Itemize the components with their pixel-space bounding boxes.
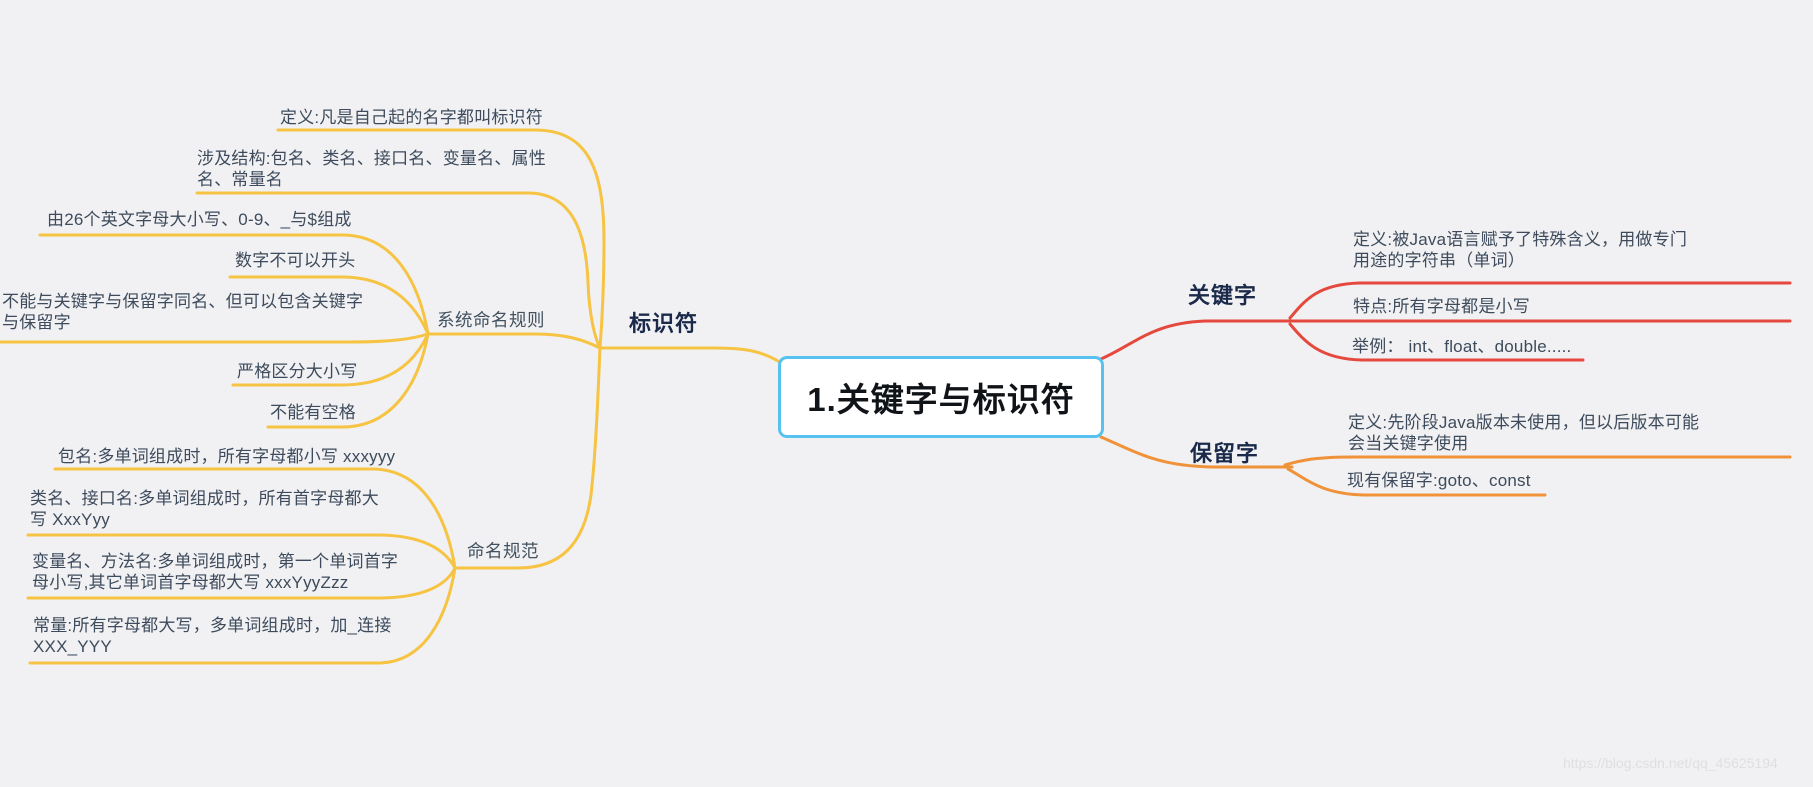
- line-rule-letters: [38, 233, 430, 336]
- line-keyword-definition: [1288, 281, 1792, 320]
- branch-identifier-label[interactable]: 标识符: [629, 311, 699, 336]
- leaf-rule-nospace[interactable]: 不能有空格: [270, 403, 356, 422]
- leaf-naming-constant[interactable]: 常量:所有字母都大写，多单词组成时，加_连接 XXX_YYY: [33, 616, 392, 656]
- leaf-rule-digit[interactable]: 数字不可以开头: [235, 251, 356, 270]
- leaf-keyword-example[interactable]: 举例： int、float、double.....: [1352, 337, 1572, 356]
- line-reserved-current: [1286, 467, 1547, 497]
- leaf-naming-package[interactable]: 包名:多单词组成时，所有字母都小写 xxxyyy: [58, 447, 396, 466]
- line-identifier-structures: [195, 191, 602, 350]
- branch-reserved-label[interactable]: 保留字: [1190, 441, 1260, 466]
- line-identifier-definition: [276, 128, 606, 350]
- branch-keyword-label[interactable]: 关键字: [1188, 283, 1258, 308]
- node-naming-convention-label[interactable]: 命名规范: [467, 541, 539, 561]
- leaf-naming-class[interactable]: 类名、接口名:多单词组成时，所有首字母都大写 XxxYyy: [30, 489, 379, 529]
- line-keyword-example: [1288, 322, 1585, 362]
- leaf-reserved-current[interactable]: 现有保留字:goto、const: [1347, 471, 1531, 490]
- line-rule-digit: [228, 275, 430, 336]
- leaf-keyword-definition[interactable]: 定义:被Java语言赋予了特殊含义，用做专门用途的字符串（单词）: [1353, 230, 1688, 270]
- central-topic[interactable]: 1.关键字与标识符: [778, 356, 1104, 438]
- line-keyword-trunk: [1099, 319, 1792, 361]
- line-naming-variable: [26, 566, 457, 600]
- leaf-naming-variable[interactable]: 变量名、方法名:多单词组成时，第一个单词首字母小写,其它单词首字母都大写 xxx…: [32, 552, 399, 592]
- leaf-rule-letters[interactable]: 由26个英文字母大小写、0-9、_与$组成: [47, 210, 352, 229]
- keyword-branch-lines: [1099, 281, 1792, 362]
- leaf-identifier-structures[interactable]: 涉及结构:包名、类名、接口名、变量名、属性名、常量名: [197, 149, 546, 189]
- line-rule-nospace: [266, 332, 430, 429]
- leaf-keyword-feature[interactable]: 特点:所有字母都是小写: [1353, 297, 1530, 316]
- csdn-watermark: https://blog.csdn.net/qq_45625194: [1563, 755, 1778, 771]
- line-reserved-definition: [1283, 455, 1792, 467]
- leaf-rule-case[interactable]: 严格区分大小写: [237, 362, 358, 381]
- line-rule-case: [231, 332, 430, 387]
- line-naming-constant: [28, 566, 457, 665]
- identifier-branch-lines: [0, 128, 780, 665]
- leaf-identifier-definition[interactable]: 定义:凡是自己起的名字都叫标识符: [280, 108, 543, 127]
- line-identifier-trunk: [598, 346, 780, 363]
- reserved-branch-lines: [1099, 435, 1792, 497]
- line-naming-package: [53, 467, 457, 570]
- line-system-rules: [426, 332, 602, 350]
- leaf-rule-nokeyword[interactable]: 不能与关键字与保留字同名、但可以包含关键字与保留字: [2, 292, 364, 332]
- line-reserved-trunk: [1099, 435, 1294, 469]
- line-naming-convention: [453, 346, 602, 570]
- node-system-rules-label[interactable]: 系统命名规则: [437, 310, 545, 330]
- leaf-reserved-definition[interactable]: 定义:先阶段Java版本未使用，但以后版本可能会当关键字使用: [1348, 413, 1700, 453]
- line-naming-class: [26, 533, 457, 570]
- line-rule-nokeyword: [0, 332, 430, 344]
